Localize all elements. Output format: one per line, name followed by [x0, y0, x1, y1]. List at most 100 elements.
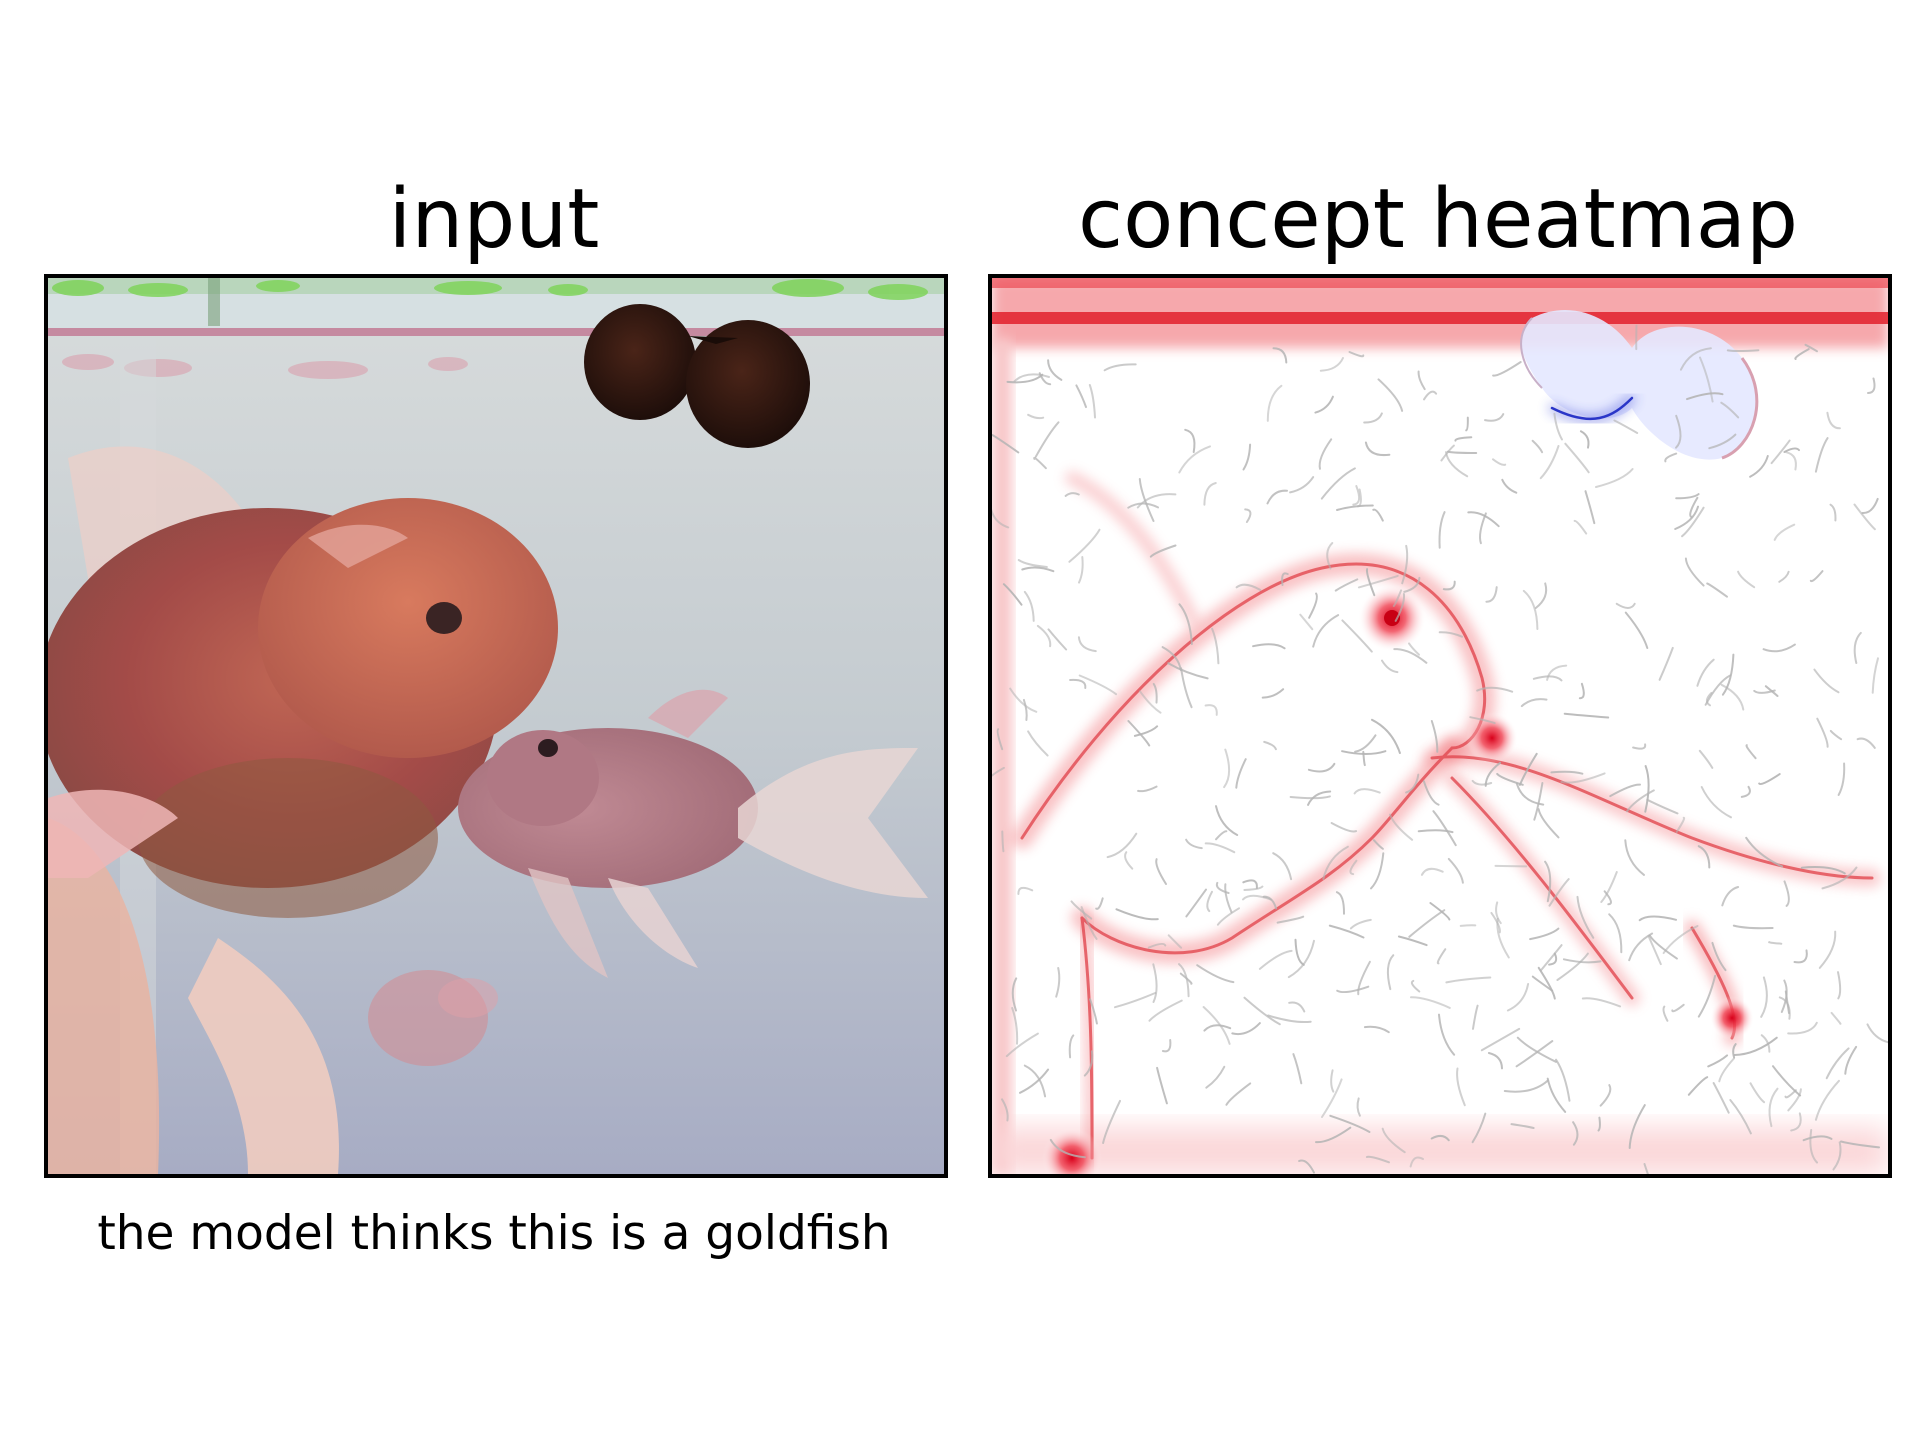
edge-stroke: [1242, 894, 1272, 901]
edge-stroke: [1760, 1034, 1771, 1053]
edge-stroke: [1484, 761, 1501, 787]
edge-stroke: [1167, 662, 1209, 680]
edge-stroke: [1155, 858, 1167, 885]
edge-stroke: [1816, 717, 1829, 748]
edge-stroke: [1364, 441, 1391, 457]
edge-stroke: [1011, 977, 1018, 1012]
edge-stroke: [1802, 1135, 1833, 1142]
edge-stroke: [1088, 384, 1096, 419]
edge-stroke: [1372, 508, 1384, 522]
edge-stroke: [1410, 979, 1421, 993]
edge-stroke: [1365, 1155, 1390, 1164]
edge-stroke: [1783, 447, 1800, 453]
edge-stroke: [1138, 478, 1155, 522]
edge-stroke: [1560, 772, 1606, 784]
edge-stroke: [1624, 611, 1649, 649]
edge-stroke: [1244, 508, 1252, 523]
edge-stroke: [1706, 582, 1728, 598]
edge-stroke: [1167, 934, 1183, 949]
edge-stroke: [1272, 347, 1288, 364]
edge-stroke: [1459, 924, 1477, 927]
edge-stroke: [1409, 1156, 1424, 1168]
edge-stroke: [1148, 999, 1183, 1022]
edge-stroke: [1136, 493, 1177, 509]
edge-stroke: [1023, 590, 1035, 622]
edge-stroke: [1471, 779, 1493, 786]
edge-stroke: [1613, 419, 1639, 434]
edge-stroke: [1729, 1099, 1752, 1135]
edge-stroke: [1648, 934, 1678, 960]
edge-stroke: [1447, 857, 1464, 884]
edge-stroke: [1556, 952, 1589, 981]
edge-stroke: [1196, 964, 1235, 984]
edge-stroke: [1643, 1163, 1649, 1174]
edge-stroke: [1733, 1036, 1778, 1056]
edge-stroke: [1127, 502, 1159, 509]
concept-heatmap: [992, 278, 1888, 1174]
edge-stroke: [1548, 952, 1558, 966]
edge-stroke: [1381, 1127, 1406, 1154]
edge-stroke: [1830, 1011, 1842, 1025]
edge-stroke: [1089, 998, 1098, 1025]
edge-stroke: [1492, 458, 1507, 466]
edge-stroke: [1697, 974, 1717, 1018]
edge-stroke: [1856, 737, 1876, 749]
edge-stroke: [1844, 1045, 1858, 1075]
edge-stroke: [1312, 614, 1340, 648]
edge-stroke: [1420, 867, 1444, 876]
snails: [584, 304, 810, 448]
edge-stroke: [1137, 785, 1158, 793]
edge-stroke: [1156, 1066, 1168, 1105]
edge-stroke: [1764, 685, 1779, 697]
edge-stroke: [1646, 798, 1679, 815]
edge-stroke: [1289, 795, 1331, 800]
edge-stroke: [1001, 830, 1005, 853]
edge-stroke: [1800, 866, 1846, 875]
edge-stroke: [1600, 871, 1618, 903]
edge-stroke: [1252, 643, 1286, 650]
edge-stroke: [1705, 691, 1713, 707]
edge-stroke: [1578, 682, 1585, 700]
edge-stroke: [1821, 866, 1858, 890]
edge-stroke: [1544, 860, 1552, 903]
edge-stroke: [1711, 941, 1727, 972]
edge-stroke: [1075, 384, 1087, 409]
edge-stroke: [1178, 603, 1193, 645]
edge-stroke: [1760, 976, 1768, 1018]
edge-stroke: [1644, 765, 1650, 813]
edge-stroke: [1386, 954, 1395, 991]
edge-stroke: [1393, 648, 1428, 664]
edge-stroke: [1787, 1021, 1818, 1035]
edge-stroke: [1315, 1126, 1352, 1144]
edge-stroke: [1579, 430, 1590, 449]
edge-stroke: [1675, 816, 1686, 833]
edge-stroke: [1687, 1076, 1709, 1096]
edge-stroke: [1762, 643, 1796, 653]
heatmap-panel-title: concept heatmap: [1077, 172, 1799, 267]
edge-stroke: [1381, 659, 1399, 674]
edge-stroke: [1675, 493, 1700, 500]
edge-stroke: [1718, 1057, 1735, 1083]
edge-stroke: [1720, 401, 1740, 419]
edge-stroke: [1537, 966, 1556, 1000]
edge-stroke: [1021, 566, 1055, 573]
edge-stroke: [1707, 1054, 1729, 1068]
edge-stroke: [1720, 683, 1745, 711]
edge-stroke: [1829, 503, 1837, 522]
edge-stroke: [1681, 506, 1705, 538]
edge-stroke: [1013, 373, 1050, 383]
edge-stroke: [1349, 859, 1358, 876]
edge-stroke: [1599, 1084, 1612, 1107]
edge-stroke: [1721, 886, 1740, 907]
edge-stroke: [1510, 1123, 1535, 1129]
edge-stroke: [1624, 839, 1645, 876]
edge-stroke: [1106, 832, 1138, 859]
edge-stroke: [1341, 619, 1373, 653]
edge-stroke: [1114, 992, 1157, 1009]
edge-stroke: [1001, 1098, 1009, 1122]
edge-stroke: [1266, 384, 1283, 422]
edge-stroke: [1203, 482, 1217, 506]
edge-stroke: [1298, 1159, 1315, 1174]
edge-stroke: [1740, 785, 1751, 798]
edge-stroke: [1783, 880, 1790, 907]
